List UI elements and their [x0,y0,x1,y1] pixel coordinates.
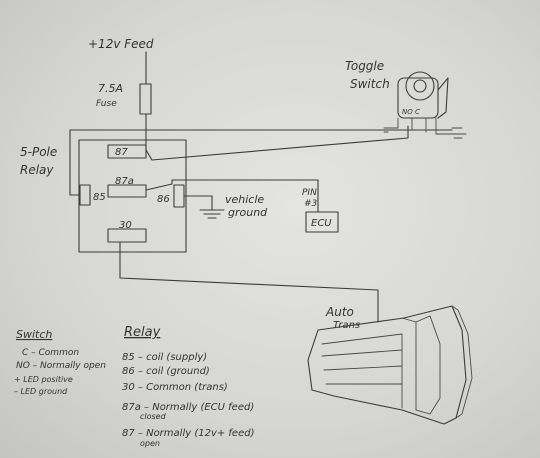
toggle-switch-body [397,77,439,119]
relay-legend-line-6: 87 – Normally (12v+ feed) [122,428,255,439]
switch-legend-title: Switch [16,328,52,341]
toggle-switch-knob [413,79,427,93]
pin-85-terminal [79,184,91,206]
switch-legend-line-1: C – Common [22,348,79,358]
relay-legend-line-4: 87a – Normally (ECU feed) [122,402,254,413]
led-ground-symbol [383,127,393,133]
feed-label: +12v Feed [88,37,154,51]
fuse-label: Fuse [96,99,117,109]
pin-87-terminal [107,144,147,159]
pin-86-ground-wire [183,195,213,211]
ecu-label: ECU [311,218,332,229]
pin-87a-to-ecu-wire [145,179,319,213]
ecu-box [305,211,339,233]
pin-87a-label: 87a [115,176,134,187]
transmission-details [321,315,441,415]
transmission-outline [307,305,467,425]
relay-legend-line-5: closed [140,412,167,421]
pin-87a-terminal [107,184,147,198]
vehicle-ground-label-2: ground [228,206,268,219]
toggle-pin-labels: NO C [402,108,420,116]
switch-legend-line-2: NO – Normally open [16,361,106,371]
fuse-symbol [139,83,152,115]
feed-to-switch-wire [145,125,409,161]
pin-30-label: 30 [119,220,132,231]
toggle-label-line1: Toggle [345,59,384,73]
relay-legend-line-7: open [140,439,160,448]
relay-title-line1: 5-Pole [20,145,57,159]
pin-85-to-switch-wire [69,129,453,196]
switch-ground-symbol [449,127,467,139]
toggle-label-line2: Switch [350,77,390,91]
relay-legend-line-3: 30 – Common (trans) [122,382,228,393]
pin-85-label: 85 [93,192,106,203]
toggle-switch-side [437,77,449,119]
pin-number-label-2: #3 [304,199,318,209]
toggle-switch-cap [405,71,435,101]
pin-number-label-1: PIN [302,188,317,198]
pin-87-label: 87 [115,147,128,158]
auto-trans-label-1: Auto [325,305,354,319]
pin-30-to-trans-wire [119,241,379,323]
pin-86-terminal [173,184,185,208]
fuse-rating-label: 7.5A [98,82,123,95]
pin-86-label: 86 [157,194,170,205]
switch-legend-line-3: + LED positive [14,375,73,384]
relay-legend-line-1: 85 – coil (supply) [122,352,207,363]
vehicle-ground-label-1: vehicle [225,193,264,206]
relay-legend-title: Relay [124,325,161,340]
auto-trans-label-2: Trans [333,320,360,331]
vehicle-ground-symbol [199,209,225,219]
toggle-switch-terminals [391,117,453,135]
switch-legend-line-4: – LED ground [14,387,68,396]
transmission-bell-housing [451,305,473,419]
pin-30-terminal [107,228,147,243]
relay-legend-line-2: 86 – coil (ground) [122,366,210,377]
relay-title-line2: Relay [20,163,54,177]
